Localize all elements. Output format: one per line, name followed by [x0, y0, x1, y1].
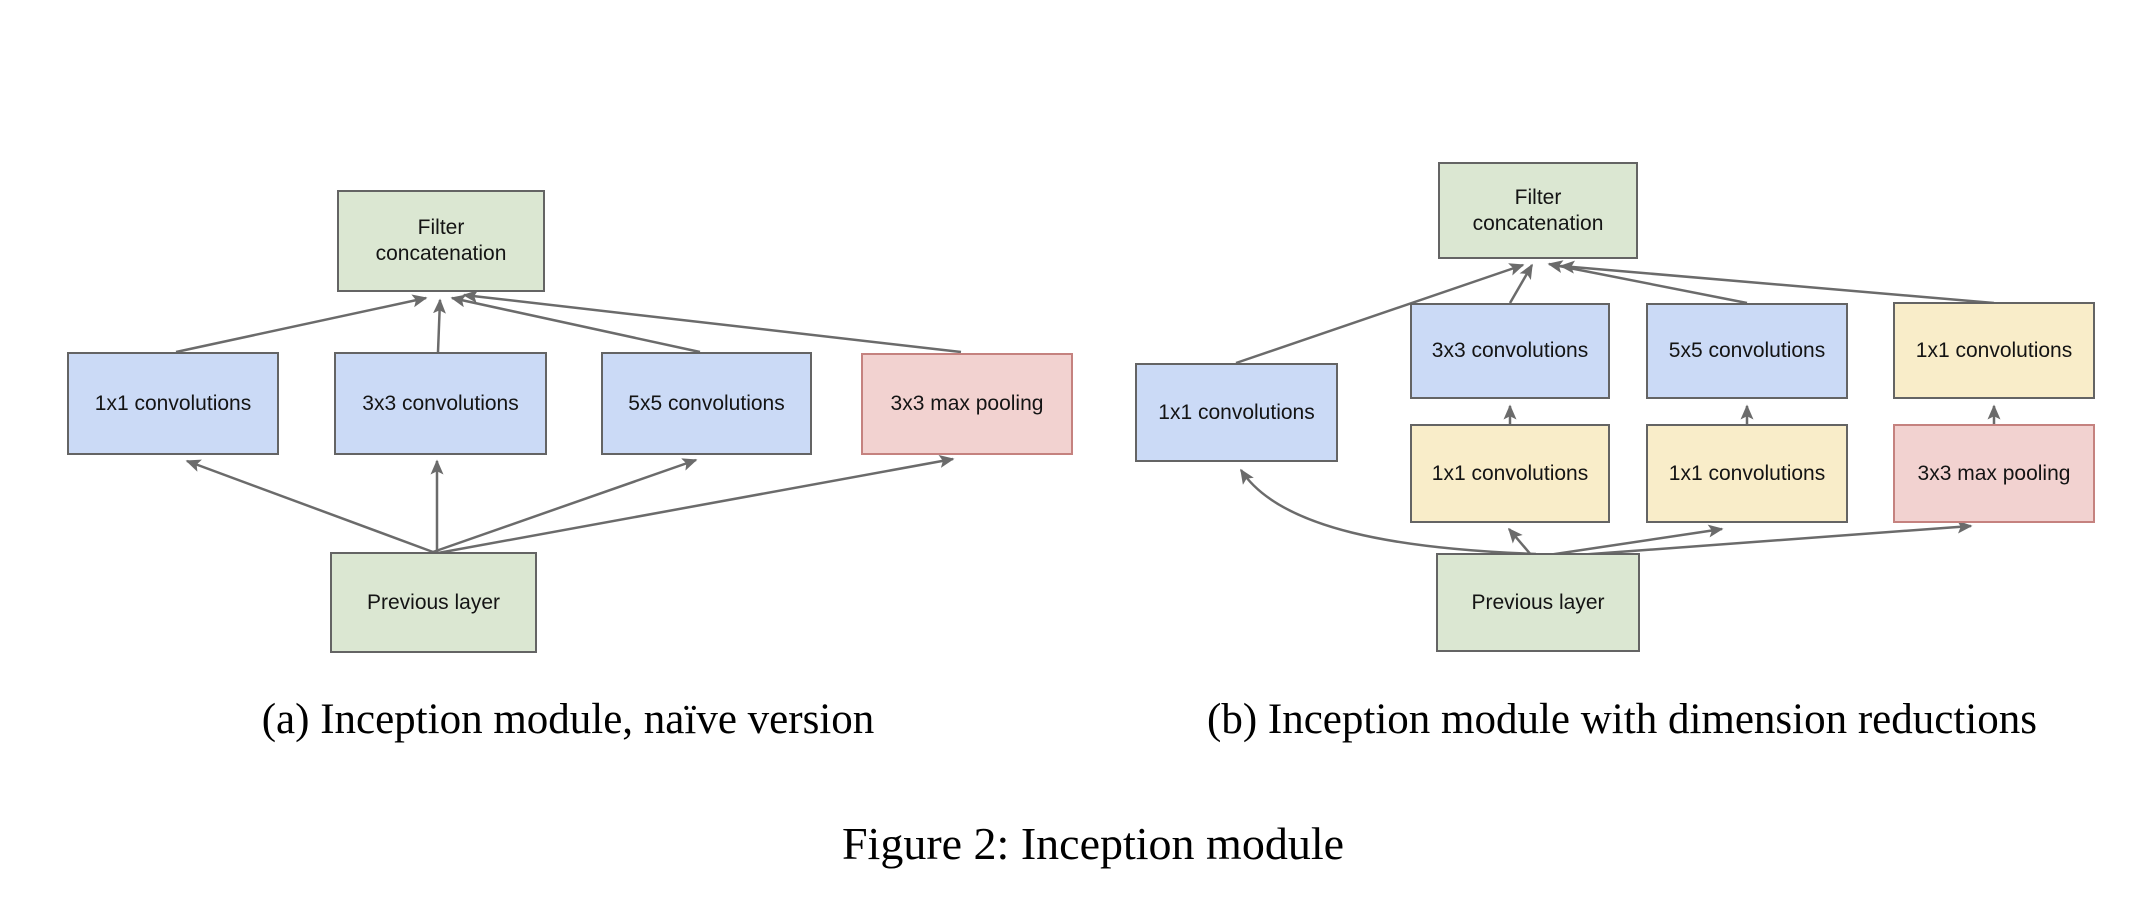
panel-b-caption: (b) Inception module with dimension redu… [1207, 696, 2037, 743]
node-label: Filter concatenation [375, 216, 507, 265]
node-a-3x3-max-pooling: 3x3 max pooling [861, 353, 1073, 455]
node-b-5x5-convolutions: 5x5 convolutions [1646, 303, 1848, 399]
arrow-a-prev-to-maxpool [437, 455, 955, 555]
arrow-b-conv5-to-concat [1547, 260, 1748, 305]
arrow-a-prev-to-conv5 [432, 458, 698, 554]
node-label: 3x3 max pooling [890, 392, 1044, 415]
node-a-previous-layer: Previous layer [330, 552, 537, 653]
node-a-1x1-convolutions: 1x1 convolutions [67, 352, 279, 455]
node-b-previous-layer: Previous layer [1436, 553, 1640, 652]
node-label: 3x3 max pooling [1917, 461, 2071, 485]
panel-a-edges [175, 290, 962, 555]
node-b-3x3-convolutions: 3x3 convolutions [1410, 303, 1610, 399]
node-b-1x1-convolutions-left: 1x1 convolutions [1135, 363, 1338, 462]
node-b-1x1-reduce-before-3x3: 1x1 convolutions [1410, 424, 1610, 523]
node-label: 3x3 convolutions [362, 391, 519, 415]
arrow-a-maxpool-to-concat [462, 290, 962, 354]
arrow-a-conv5-to-concat [450, 294, 701, 354]
arrow-a-prev-to-conv1 [185, 459, 434, 554]
node-b-1x1-convolutions-right: 1x1 convolutions [1893, 302, 2095, 399]
node-label: 3x3 convolutions [1431, 339, 1589, 362]
panel-a-caption: (a) Inception module, naïve version [261, 696, 875, 743]
node-label: Filter concatenation [1472, 185, 1604, 235]
figure-caption: Figure 2: Inception module [841, 818, 1345, 869]
node-b-1x1-reduce-before-5x5: 1x1 convolutions [1646, 424, 1848, 523]
arrow-b-prev-to-reduce1 [1508, 527, 1533, 557]
node-a-3x3-convolutions: 3x3 convolutions [334, 352, 547, 455]
node-b-3x3-max-pooling: 3x3 max pooling [1893, 424, 2095, 523]
node-label: Previous layer [1471, 590, 1605, 614]
panel-b-edges [1235, 260, 2001, 560]
node-label: 5x5 convolutions [1668, 339, 1826, 362]
node-a-filter-concatenation: Filter concatenation [337, 190, 545, 292]
arrow-a-conv1-to-concat [175, 294, 428, 354]
arrow-a-conv3-to-concat [432, 298, 446, 353]
node-label: Previous layer [366, 590, 501, 614]
node-a-5x5-convolutions: 5x5 convolutions [601, 352, 812, 455]
node-label: 1x1 convolutions [1158, 400, 1315, 424]
node-label: 5x5 convolutions [628, 391, 785, 415]
node-label: 1x1 convolutions [94, 391, 252, 415]
arrow-b-conv1right-to-concat [1559, 260, 1995, 305]
node-label: 1x1 convolutions [1668, 461, 1826, 485]
arrow-b-conv3-to-concat [1508, 263, 1534, 304]
node-label: 1x1 convolutions [1431, 461, 1589, 485]
node-label: 1x1 convolutions [1915, 338, 2073, 362]
node-b-filter-concatenation: Filter concatenation [1438, 162, 1638, 259]
